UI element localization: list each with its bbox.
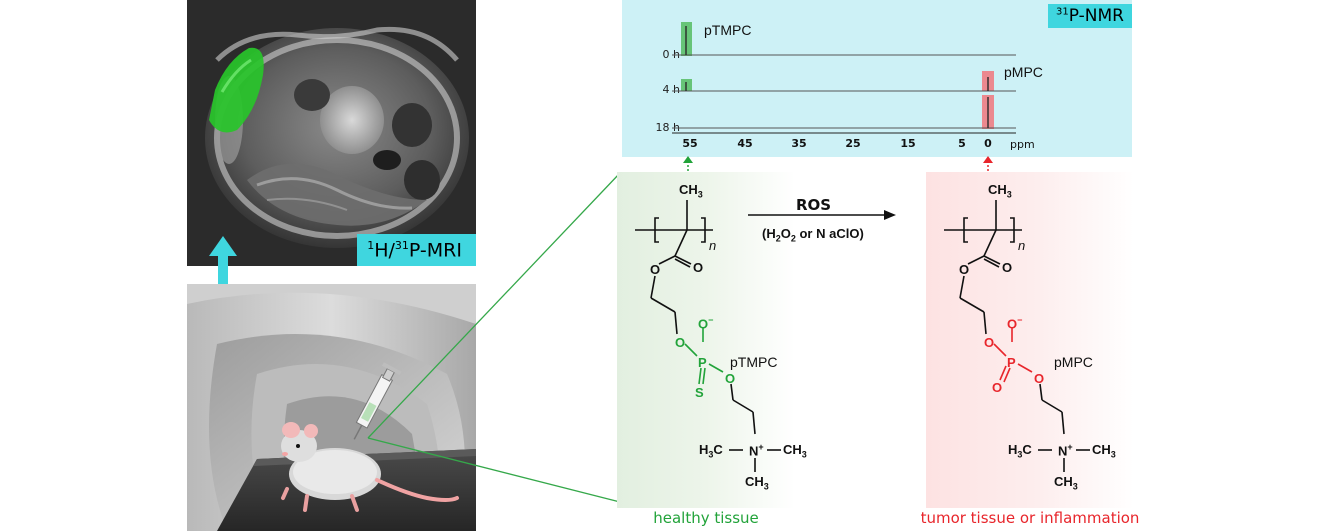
tumor-structure-panel: CH3 n O O O− O P O O pMPC H3C N+ CH3 CH3 <box>926 172 1134 508</box>
axis-tick: 25 <box>845 137 861 150</box>
reaction-conditions: (H2O2 or N aClO) <box>762 226 864 244</box>
amine-right-label: CH3 <box>1092 442 1116 460</box>
pTMPC-structure <box>635 200 781 472</box>
polymer-name-pMPC: pMPC <box>1054 354 1093 370</box>
ch3-label: CH3 <box>988 182 1012 200</box>
mri-image: 1H/31P-MRI <box>187 0 476 266</box>
carbonyl-o-label: O <box>693 260 704 275</box>
nmr-row-label: 18 h <box>655 121 680 134</box>
polymer-name-pTMPC: pTMPC <box>730 354 778 370</box>
o-link1-label: O <box>675 335 686 350</box>
repeat-n-label: n <box>709 238 717 253</box>
nmr-row-label: 0 h <box>662 48 680 61</box>
arrow-up-green-icon <box>683 156 693 175</box>
amine-left-label: H3C <box>699 442 723 460</box>
pMPC-structure <box>944 200 1090 472</box>
mri-scan-graphic <box>187 0 476 266</box>
amine-n-label: N+ <box>749 442 764 459</box>
nmr-badge: 31P-NMR <box>1048 4 1132 28</box>
o-minus-label: O− <box>698 315 714 332</box>
mri-scanner-illustration <box>187 284 476 531</box>
axis-tick: 35 <box>791 137 807 150</box>
sulfur-label: S <box>695 385 704 400</box>
zoom-lines <box>367 172 621 503</box>
o-minus-label: O− <box>1007 315 1023 332</box>
axis-tick: 55 <box>682 137 698 150</box>
carbonyl-o-label: O <box>1002 260 1013 275</box>
o-link2-label: O <box>1034 371 1045 386</box>
nmr-spectra <box>672 22 1016 134</box>
amine-left-label: H3C <box>1008 442 1032 460</box>
peak-label-pTMPC: pTMPC <box>704 22 752 38</box>
ester-o-label: O <box>959 262 970 277</box>
healthy-structure-panel: CH3 n O O O− O P O S pTMPC H3C N+ CH3 CH… <box>617 172 807 508</box>
amine-bottom-label: CH3 <box>1054 474 1078 492</box>
reaction-arrow-icon <box>748 210 896 220</box>
axis-tick: 0 <box>984 137 992 150</box>
up-arrow-icon <box>209 236 237 312</box>
mri-badge: 1H/31P-MRI <box>357 233 476 266</box>
peak-label-pMPC: pMPC <box>1004 64 1043 80</box>
o-double-label: O <box>992 380 1003 395</box>
repeat-n-label: n <box>1018 238 1026 253</box>
arrow-up-red-icon <box>983 156 993 175</box>
nmr-panel: 31P-NMR 0 h 4 h 18 h pTMPC pMPC 55 45 35… <box>622 0 1132 157</box>
o-link2-label: O <box>725 371 736 386</box>
phosphorus-label: P <box>1007 355 1016 370</box>
amine-n-label: N+ <box>1058 442 1073 459</box>
amine-bottom-label: CH3 <box>745 474 769 492</box>
amine-right-label: CH3 <box>783 442 807 460</box>
axis-tick: 5 <box>958 137 966 150</box>
ester-o-label: O <box>650 262 661 277</box>
caption-healthy: healthy tissue <box>653 509 759 527</box>
axis-tick: 15 <box>900 137 916 150</box>
phosphorus-label: P <box>698 355 707 370</box>
o-link1-label: O <box>984 335 995 350</box>
axis-tick: 45 <box>737 137 753 150</box>
reaction-arrow-label: ROS <box>796 196 832 214</box>
nmr-row-label: 4 h <box>662 83 680 96</box>
caption-tumor: tumor tissue or inflammation <box>920 509 1140 527</box>
ch3-label: CH3 <box>679 182 703 200</box>
axis-unit: ppm <box>1010 138 1035 151</box>
